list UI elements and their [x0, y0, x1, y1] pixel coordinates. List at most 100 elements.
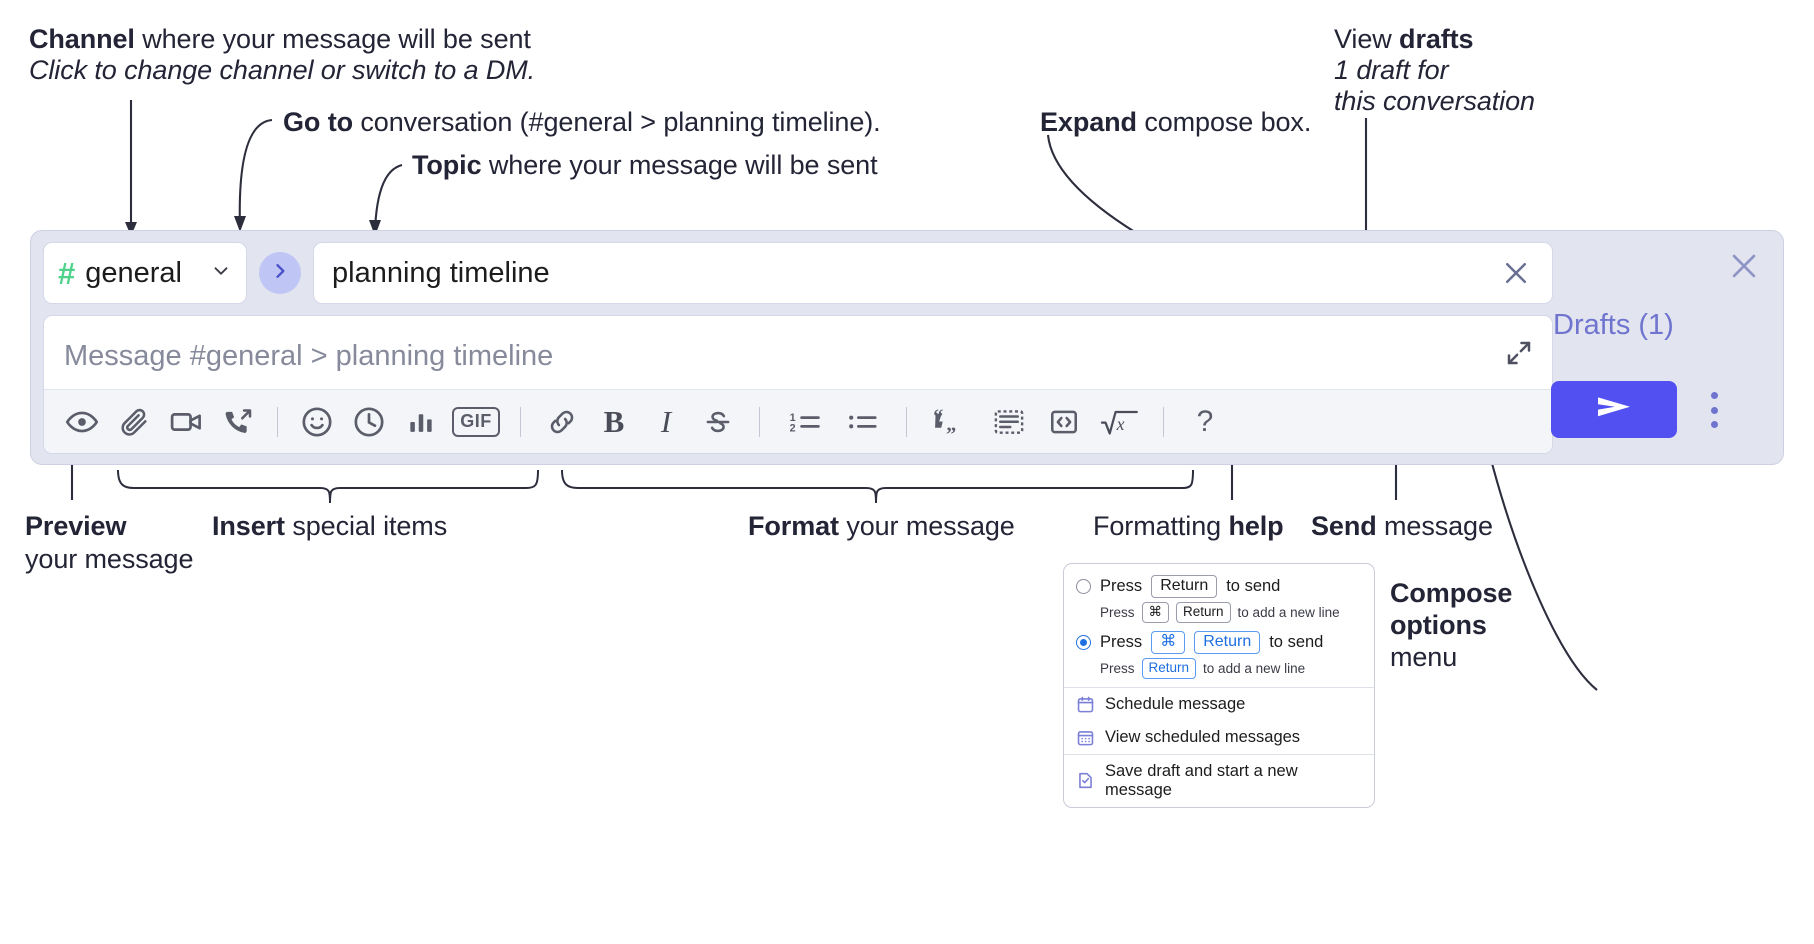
- math-button[interactable]: x: [1090, 398, 1148, 446]
- close-icon[interactable]: [1496, 253, 1536, 293]
- annotation-send-bold: Send: [1311, 511, 1377, 541]
- video-clip-button[interactable]: [160, 398, 212, 446]
- annotation-drafts-italic2: this conversation: [1334, 86, 1535, 116]
- annotation-compose-rest: menu: [1390, 642, 1458, 672]
- message-composer-panel: # general planning timeline: [30, 230, 1784, 465]
- annotation-preview-sub: your message: [25, 544, 193, 576]
- gif-label: GIF: [452, 406, 500, 437]
- send-button[interactable]: [1551, 381, 1677, 438]
- send-option-cmd-return-sub: Press Return to add a new line: [1064, 656, 1374, 681]
- svg-text:„: „: [946, 413, 956, 435]
- radio-selected-icon[interactable]: [1076, 635, 1091, 651]
- audio-clip-button[interactable]: [212, 398, 264, 446]
- send-shortcut-options: Press Return to send Press ⌘ Return to a…: [1064, 564, 1374, 687]
- annotation-expand-bold: Expand: [1040, 107, 1137, 137]
- separator-4: [906, 406, 907, 437]
- annotation-goto: Go to conversation (#general > planning …: [283, 107, 881, 139]
- composer-main: # general planning timeline: [43, 242, 1553, 454]
- compose-options-kebab-button[interactable]: [1697, 389, 1731, 431]
- goto-conversation-button[interactable]: [259, 252, 301, 294]
- menu-item-label: View scheduled messages: [1105, 727, 1301, 746]
- annotation-goto-bold: Go to: [283, 107, 353, 137]
- kebab-dot-3: [1710, 421, 1718, 428]
- svg-text:“: “: [933, 407, 943, 428]
- annotation-drafts-plain: View: [1334, 24, 1400, 54]
- annotation-help-bold: help: [1228, 511, 1284, 541]
- gif-button[interactable]: GIF: [447, 398, 505, 446]
- italic-button[interactable]: I: [640, 398, 692, 446]
- preview-button[interactable]: [56, 398, 108, 446]
- message-input-box[interactable]: Message #general > planning timeline: [43, 315, 1553, 454]
- annotation-preview-rest: your message: [25, 544, 194, 574]
- question-mark-icon: ?: [1196, 404, 1214, 438]
- send-option-return[interactable]: Press Return to send: [1064, 573, 1374, 600]
- option-1-sub-key-cmd: ⌘: [1141, 602, 1170, 623]
- code-button[interactable]: [1038, 398, 1090, 446]
- expand-icon[interactable]: [1502, 336, 1536, 370]
- annotation-insert-rest: special items: [284, 511, 448, 541]
- drafts-link[interactable]: Drafts (1): [1553, 309, 1674, 341]
- annotation-format: Format your message: [748, 511, 1015, 543]
- bulleted-list-button[interactable]: [833, 398, 891, 446]
- chevron-down-icon: [210, 260, 232, 287]
- menu-item-save-draft[interactable]: Save draft and start a new message: [1064, 755, 1374, 807]
- option-2-key-return: Return: [1194, 630, 1261, 655]
- send-option-cmd-return[interactable]: Press ⌘ Return to send: [1064, 629, 1374, 656]
- strikethrough-button[interactable]: [692, 398, 744, 446]
- annotation-preview-bold: Preview: [25, 511, 127, 541]
- svg-text:x: x: [1116, 414, 1125, 434]
- chevron-right-icon: [270, 261, 290, 286]
- option-1-post: to send: [1226, 577, 1281, 596]
- option-2-post: to send: [1269, 633, 1324, 652]
- italic-icon: I: [660, 403, 672, 439]
- annotation-compose-options-1: Compose: [1390, 578, 1512, 610]
- emoji-button[interactable]: [291, 398, 343, 446]
- annotation-format-rest: your message: [838, 511, 1015, 541]
- blockquote-button[interactable]: “ „: [922, 398, 980, 446]
- poll-button[interactable]: [395, 398, 447, 446]
- annotation-drafts-sub2: this conversation: [1334, 86, 1535, 118]
- annotation-goto-rest: conversation (#general > planning timeli…: [352, 107, 881, 137]
- annotation-insert: Insert special items: [212, 511, 447, 543]
- composer-header-row: # general planning timeline: [43, 242, 1553, 304]
- menu-divider-1: [1064, 686, 1374, 688]
- close-icon[interactable]: [1727, 249, 1761, 283]
- option-2-sub-pre: Press: [1100, 661, 1135, 677]
- option-2-sub-key-return: Return: [1141, 658, 1197, 679]
- annotation-formatting-help: Formatting help: [1093, 511, 1284, 543]
- annotation-drafts: View drafts: [1334, 24, 1474, 56]
- menu-item-label: Schedule message: [1105, 694, 1246, 713]
- message-placeholder: Message #general > planning timeline: [64, 340, 554, 372]
- annotation-topic-bold: Topic: [412, 150, 482, 180]
- topic-input[interactable]: planning timeline: [313, 242, 1553, 304]
- separator-2: [520, 406, 521, 437]
- code-block-button[interactable]: [980, 398, 1038, 446]
- reminder-button[interactable]: [343, 398, 395, 446]
- composer-right-rail: Drafts (1): [1551, 231, 1783, 464]
- option-1-sub-key-return: Return: [1176, 602, 1231, 623]
- kebab-dot-1: [1710, 392, 1718, 399]
- menu-item-view-scheduled[interactable]: View scheduled messages: [1064, 721, 1374, 754]
- annotation-send-rest: message: [1376, 511, 1493, 541]
- option-1-sub-pre: Press: [1100, 605, 1135, 621]
- annotation-compose-options-3: menu: [1390, 642, 1457, 674]
- attach-button[interactable]: [108, 398, 160, 446]
- annotation-channel-bold: Channel: [29, 24, 135, 54]
- bold-button[interactable]: B: [588, 398, 640, 446]
- help-button[interactable]: ?: [1179, 398, 1231, 446]
- menu-item-schedule-message[interactable]: Schedule message: [1064, 688, 1374, 721]
- option-2-pre: Press: [1100, 633, 1143, 652]
- channel-picker[interactable]: # general: [43, 242, 247, 304]
- annotation-drafts-sub1: 1 draft for: [1334, 55, 1449, 87]
- save-draft-icon: [1076, 771, 1095, 790]
- radio-unselected-icon[interactable]: [1076, 579, 1091, 595]
- annotation-expand: Expand compose box.: [1040, 107, 1311, 139]
- bold-icon: B: [603, 403, 625, 439]
- link-button[interactable]: [536, 398, 588, 446]
- ordered-list-button[interactable]: 1 2: [775, 398, 833, 446]
- annotation-topic: Topic where your message will be sent: [412, 150, 878, 182]
- annotation-compose-options-2: options: [1390, 610, 1487, 642]
- send-paper-plane-icon: [1592, 390, 1636, 429]
- annotation-help-plain: Formatting: [1093, 511, 1229, 541]
